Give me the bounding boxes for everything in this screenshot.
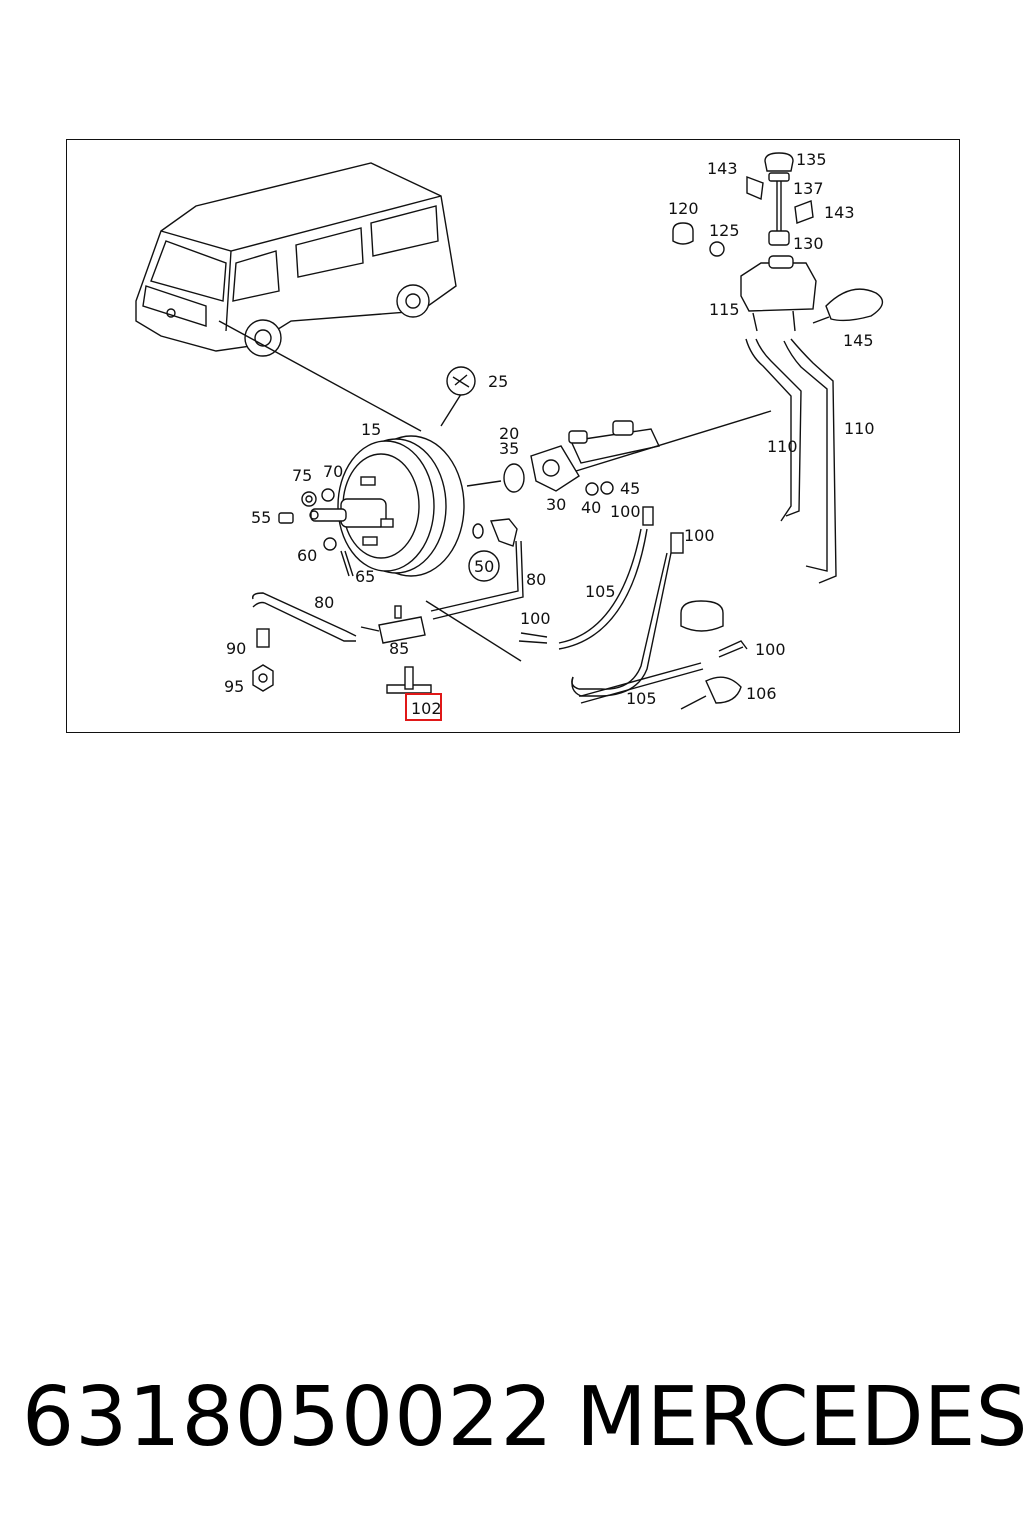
parts-diagram-frame: 15 20 25 30 35 40 45 50 55 60 65 70 75 8… <box>66 139 960 733</box>
brake-system-parts-diagram: 15 20 25 30 35 40 45 50 55 60 65 70 75 8… <box>135 150 884 721</box>
label-75: 75 <box>292 466 312 485</box>
label-105-a: 105 <box>585 582 616 601</box>
label-80-left: 80 <box>314 593 334 612</box>
label-137: 137 <box>793 179 824 198</box>
label-102: 102 <box>411 699 442 718</box>
label-90: 90 <box>226 639 246 658</box>
label-55: 55 <box>251 508 271 527</box>
label-106: 106 <box>746 684 777 703</box>
label-100-d: 100 <box>755 640 786 659</box>
label-15: 15 <box>361 420 381 439</box>
label-143-a: 143 <box>707 159 738 178</box>
footer-caption: 6318050022 MERCEDES <box>0 1370 1024 1470</box>
label-100-a: 100 <box>610 502 641 521</box>
label-35: 35 <box>499 439 519 458</box>
highlight-box-102 <box>405 693 442 721</box>
fluid-reservoir <box>740 255 884 584</box>
label-85: 85 <box>389 639 409 658</box>
reservoir-cap-parts <box>672 152 814 257</box>
label-80-right: 80 <box>526 570 546 589</box>
return-hoses <box>518 506 748 710</box>
label-95: 95 <box>224 677 244 696</box>
label-30: 30 <box>546 495 566 514</box>
brake-booster <box>309 366 502 577</box>
label-65: 65 <box>355 567 375 586</box>
van-illustration <box>135 162 457 432</box>
booster-hardware <box>278 488 518 582</box>
vacuum-hoses <box>252 540 524 694</box>
master-cylinder <box>503 410 772 496</box>
label-40: 40 <box>581 498 601 517</box>
part-number: 6318050022 <box>22 1370 554 1465</box>
label-120: 120 <box>668 199 699 218</box>
label-143-b: 143 <box>824 203 855 222</box>
label-25: 25 <box>488 372 508 391</box>
label-115: 115 <box>709 300 740 319</box>
label-60: 60 <box>297 546 317 565</box>
label-145: 145 <box>843 331 874 350</box>
part-labels: 15 20 25 30 35 40 45 50 55 60 65 70 75 8… <box>224 150 875 721</box>
label-130: 130 <box>793 234 824 253</box>
label-135: 135 <box>796 150 827 169</box>
label-20: 20 <box>499 424 519 443</box>
brand-name: MERCEDES <box>576 1370 1024 1465</box>
label-100-b: 100 <box>684 526 715 545</box>
label-70: 70 <box>323 462 343 481</box>
label-50: 50 <box>474 557 494 576</box>
label-100-c: 100 <box>520 609 551 628</box>
label-110-b: 110 <box>844 419 875 438</box>
label-45: 45 <box>620 479 640 498</box>
label-125: 125 <box>709 221 740 240</box>
label-110-a: 110 <box>767 437 798 456</box>
label-105-b: 105 <box>626 689 657 708</box>
